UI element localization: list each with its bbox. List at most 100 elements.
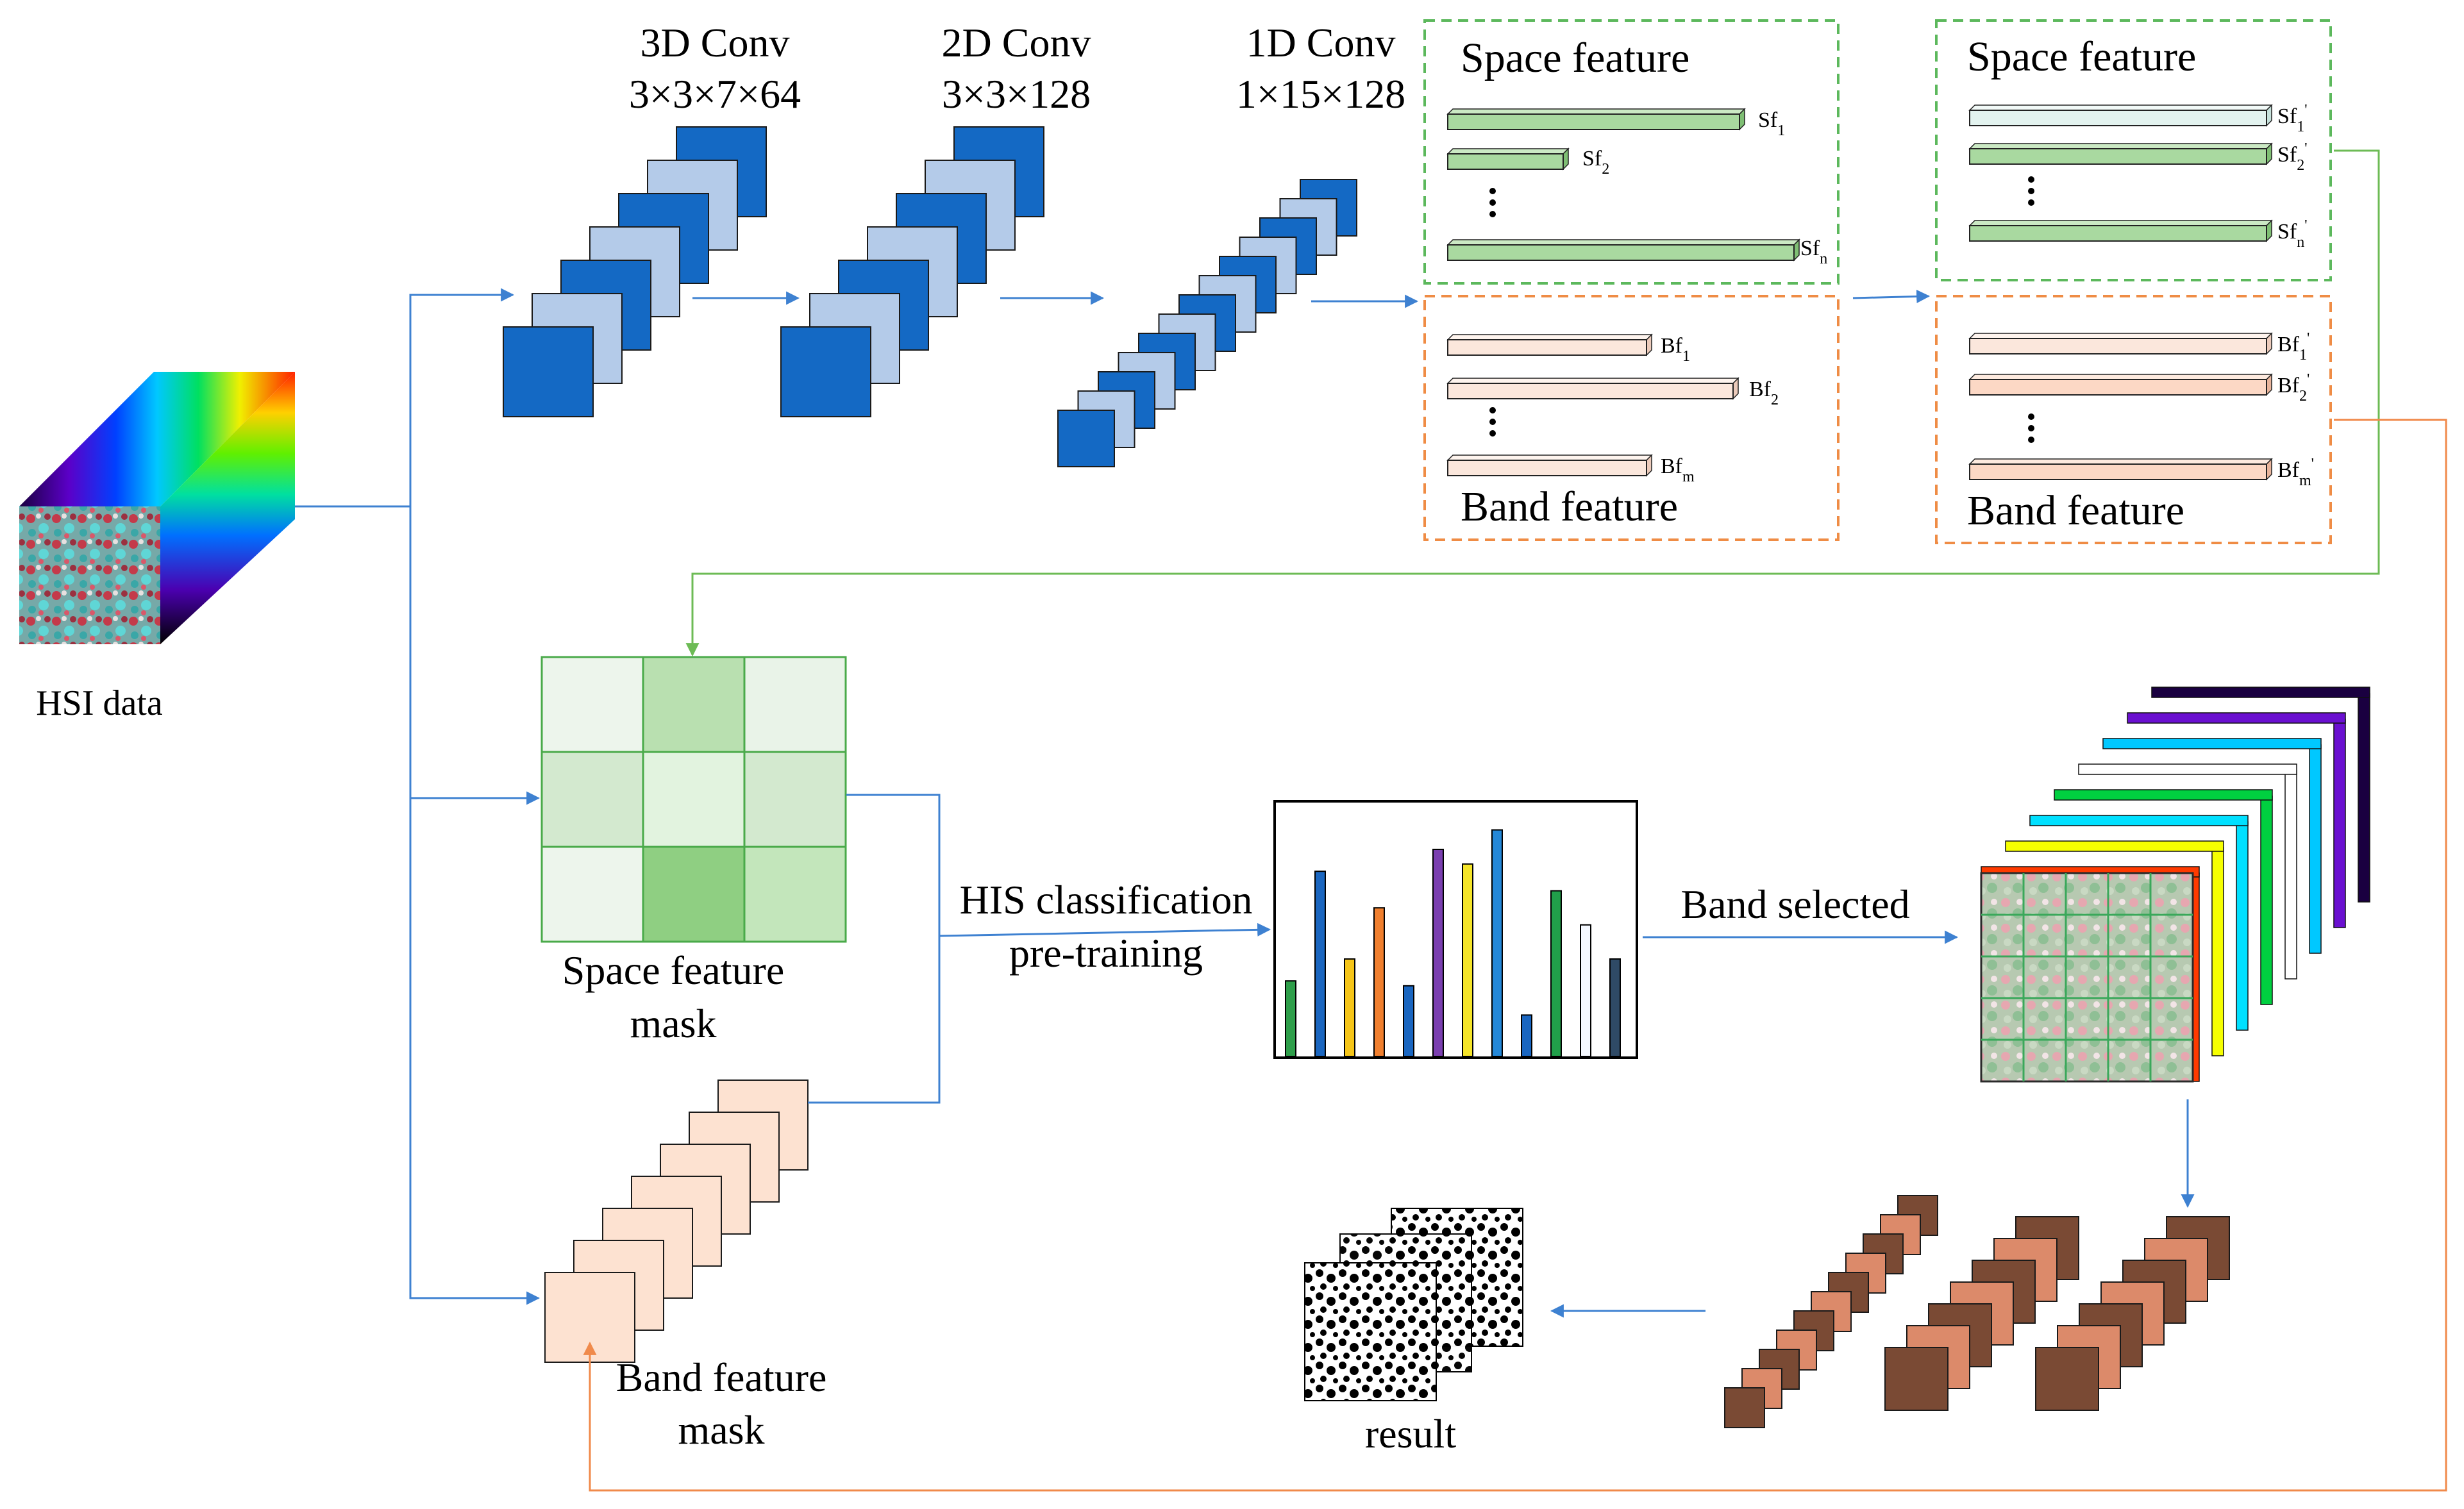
conv-2d-stack (780, 126, 1044, 417)
band-layer-side (2333, 719, 2346, 928)
conv-2d-square (780, 326, 871, 417)
ellipsis-dot (2028, 425, 2034, 431)
band-feature-prime-bar-top (1968, 458, 2273, 465)
connectors (295, 149, 2447, 1492)
space-feature-title-1: Space feature (1461, 35, 1689, 81)
classification-bar (1521, 1014, 1532, 1058)
band-feature-title-2: Band feature (1967, 487, 2184, 534)
ellipsis-dot (1489, 211, 1496, 217)
feature-label: Bf2 (1749, 378, 1779, 408)
classification-bar (1285, 980, 1296, 1057)
band-layer-top (2054, 789, 2273, 801)
band-feature-bar (1447, 339, 1647, 356)
output-stack-c-square (2035, 1347, 2099, 1411)
ellipsis-dot (2028, 188, 2034, 194)
classification-bars (1285, 829, 1621, 1058)
hsi-cube-side-face (160, 372, 295, 644)
space-mask-cell (642, 846, 746, 943)
space-mask-cell (541, 846, 644, 943)
hsi-cube-top-face (19, 372, 295, 506)
conv-3d-square (503, 326, 594, 417)
conv-1d-square (1057, 410, 1115, 467)
conv-1d-dims: 1×15×128 (1236, 71, 1405, 117)
space-feature-bar-top (1446, 239, 1800, 246)
ellipsis-dot (1489, 188, 1496, 194)
space-mask-cell (743, 751, 847, 848)
output-stack-a-square (1724, 1387, 1765, 1428)
band-feature-prime-bar-top (1968, 374, 2273, 380)
conv-3d-dims: 3×3×7×64 (629, 71, 801, 117)
feature-label: Bf2' (2277, 371, 2309, 404)
space-feature-mask-grid (541, 656, 847, 943)
conv-3d-stack (503, 126, 767, 417)
space-feature-bar (1447, 244, 1795, 261)
band-mask-label-line2: mask (678, 1407, 764, 1453)
band-feature-prime-bar-top (1968, 333, 2273, 339)
space-mask-label-line2: mask (630, 1001, 716, 1046)
space-feature-bar-top (1446, 148, 1570, 154)
band-layer-side (2309, 744, 2322, 954)
space-feature-prime-bar (1969, 110, 2267, 126)
band-layer-side (2358, 693, 2370, 903)
band-mask-label-line1: Band feature (616, 1355, 827, 1400)
band-layer-top (2005, 840, 2224, 852)
classification-bar (1491, 829, 1503, 1057)
space-feature-prime-bar (1969, 148, 2267, 165)
feature-label: Sfn' (2277, 217, 2308, 251)
arrow-space-feature-to-mask (685, 149, 2380, 657)
output-stack-b-square (1884, 1347, 1949, 1411)
conv-1d-title: 1D Conv (1246, 20, 1396, 65)
band-layer-side (2284, 770, 2297, 980)
his-classification-label-line1: HIS classification (960, 877, 1253, 922)
classification-bar (1373, 907, 1385, 1057)
classification-bar (1580, 924, 1591, 1058)
hsi-data-cube (19, 372, 295, 644)
arrow-masks-merge (808, 794, 941, 1104)
space-feature-box-1 (1423, 19, 1840, 285)
ellipsis-dot (2028, 413, 2034, 420)
band-feature-bar-top (1446, 378, 1739, 384)
ellipsis-dot (2028, 437, 2034, 443)
space-mask-cell (541, 656, 644, 753)
band-feature-bar-top (1446, 334, 1653, 340)
feature-vector-bars (1446, 104, 2273, 481)
conv-1d-stack (1057, 179, 1357, 467)
band-selected-front (1980, 872, 2194, 1083)
classification-chart-frame (1273, 800, 1638, 1059)
space-feature-prime-bar-top (1968, 220, 2273, 226)
band-feature-box-1 (1423, 295, 1840, 541)
conv-2d-dims: 3×3×128 (942, 71, 1091, 117)
space-mask-cell (642, 751, 746, 848)
arrow-hsi-to-3dconv (409, 288, 515, 506)
band-feature-bar (1447, 460, 1647, 476)
space-feature-box-2 (1935, 19, 2332, 281)
his-classification-label-line2: pre-training (1009, 930, 1203, 976)
classification-bar (1432, 849, 1444, 1057)
hsi-cube-front-face (19, 506, 160, 644)
feature-label: Bfm' (2277, 456, 2314, 489)
ellipsis-dot (2028, 176, 2034, 183)
band-layer-top (2078, 763, 2297, 775)
classification-bar (1462, 863, 1473, 1058)
result-label: result (1365, 1411, 1456, 1456)
band-layer-side (2211, 847, 2224, 1056)
output-conv-stacks (1724, 1195, 2230, 1428)
feature-label: Sf1 (1758, 108, 1785, 139)
feature-label: Bfm (1661, 454, 1695, 485)
ellipsis-dot (1489, 419, 1496, 425)
band-feature-bar (1447, 383, 1734, 399)
band-feature-prime-bar (1969, 338, 2267, 354)
space-mask-cell (743, 846, 847, 943)
ellipsis-dot (1489, 430, 1496, 437)
classification-bar (1314, 871, 1326, 1057)
ellipsis-dot (1489, 407, 1496, 413)
arrow-band-feature-to-mask (583, 419, 2447, 1492)
space-feature-bar (1447, 153, 1564, 170)
band-selected-cube (1980, 687, 2370, 1083)
space-mask-label-line1: Space feature (562, 947, 784, 993)
result-images (1304, 1208, 1523, 1401)
feature-vector-labels: Sf1Sf2SfnBf1Bf2BfmSf1'Sf2'Sfn'Bf1'Bf2'Bf… (1582, 102, 2314, 489)
result-image-front (1304, 1262, 1437, 1401)
space-feature-prime-bar-top (1968, 104, 2273, 111)
